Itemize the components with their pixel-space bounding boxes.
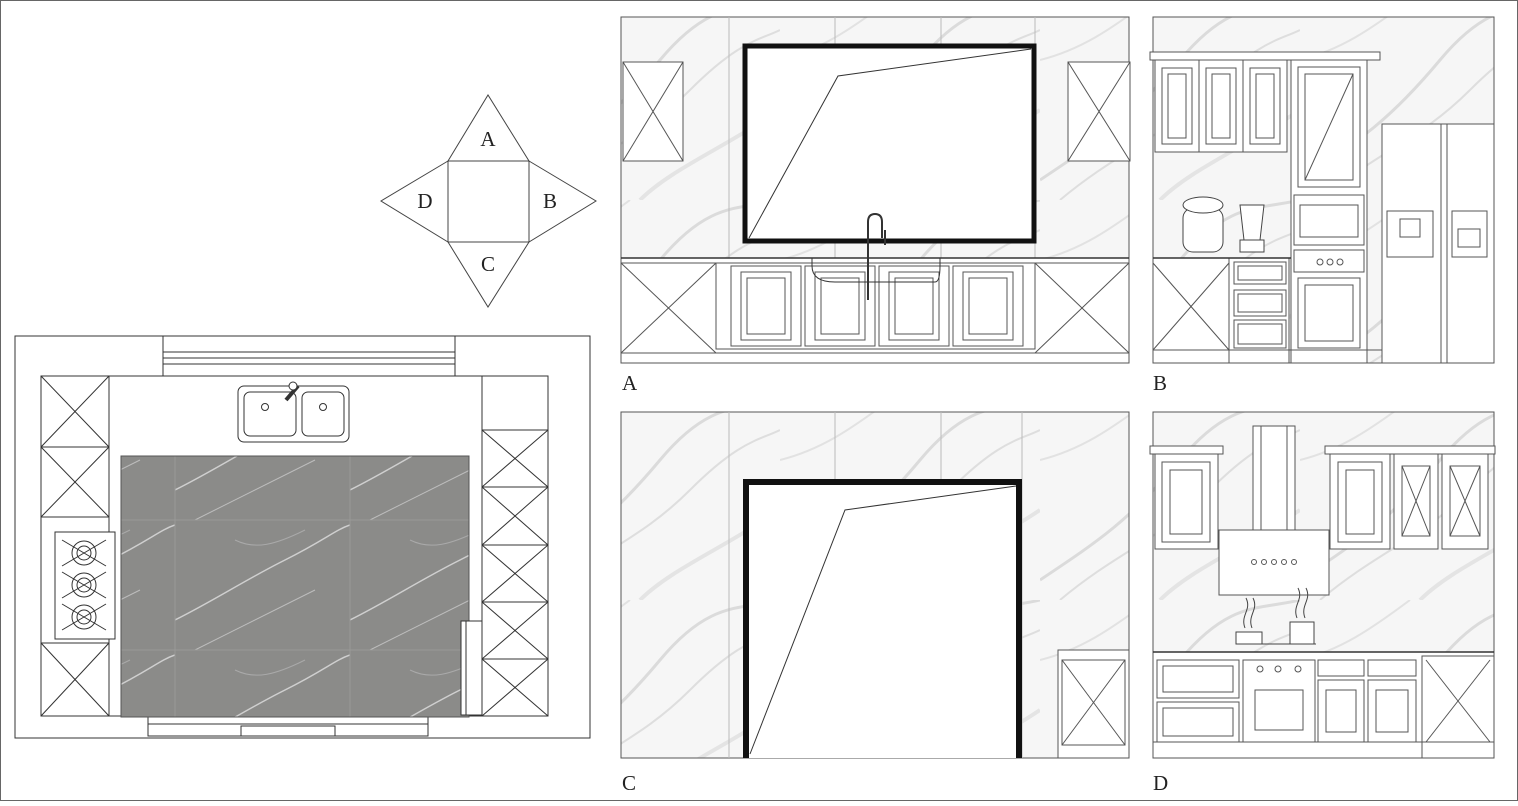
key-arrow-a <box>447 94 530 162</box>
key-label-d: D <box>417 189 432 213</box>
key-label-b: B <box>543 189 557 213</box>
plan-cooktop <box>54 531 116 640</box>
key-label-c: C <box>481 252 495 276</box>
plan-floor-tile <box>120 455 470 718</box>
elev-d-pots <box>1235 587 1316 645</box>
key-arrow-c <box>447 241 530 308</box>
plan-right-cabinets <box>460 375 549 717</box>
key-square <box>447 160 530 243</box>
elev-b-appliances <box>1182 196 1265 253</box>
plan-top-window <box>162 335 456 377</box>
orientation-key <box>380 94 597 308</box>
elevation-b-label: B <box>1153 371 1167 395</box>
elevation-b <box>1149 16 1495 364</box>
elevation-d-label: D <box>1153 771 1168 795</box>
key-arrow-b <box>528 160 597 243</box>
floor-plan <box>14 335 591 739</box>
elev-a-window <box>742 43 1037 244</box>
elevation-c-label: C <box>622 771 636 795</box>
elev-c-doorway <box>743 479 1022 758</box>
elevation-d <box>1149 411 1496 759</box>
elevation-a-label: A <box>622 371 638 395</box>
key-arrow-d <box>380 160 449 243</box>
plan-sink <box>237 381 350 443</box>
elevation-c <box>620 411 1130 759</box>
plan-bottom-door <box>147 715 429 737</box>
elevation-a <box>620 16 1131 364</box>
key-label-a: A <box>480 127 496 151</box>
